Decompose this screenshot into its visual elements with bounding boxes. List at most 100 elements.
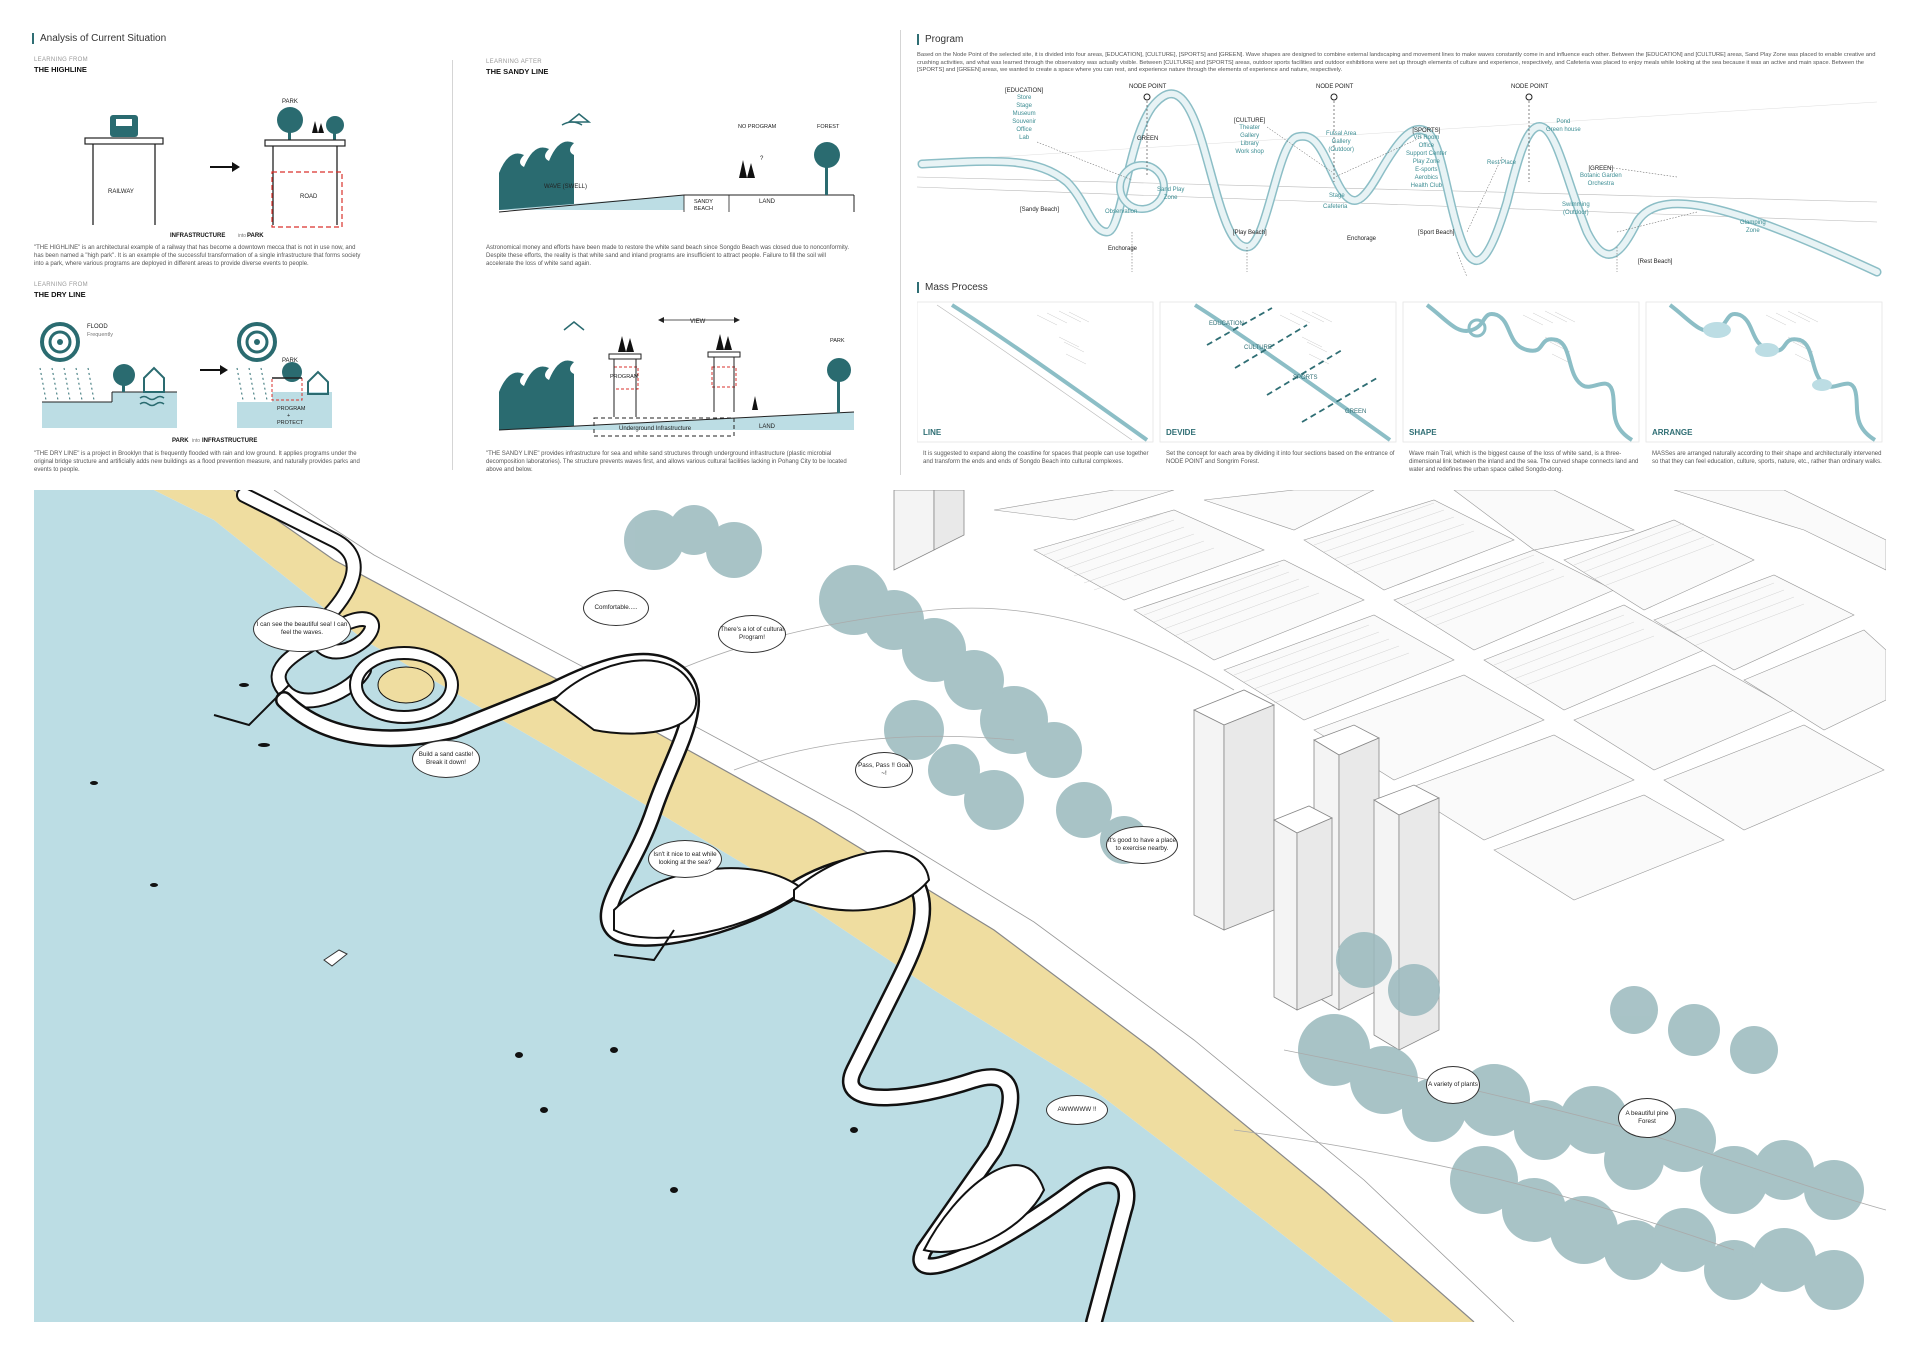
dryline-into-label: into: [192, 438, 200, 444]
culture-block: [CULTURE] Theater Gallery Library Work s…: [1234, 118, 1265, 156]
highline-infra-label: INFRASTRUCTURE: [170, 233, 225, 239]
green-top-label: GREEN: [1137, 136, 1159, 142]
education-item: Museum: [1012, 111, 1036, 117]
sports-head: [SPORTS]: [1412, 128, 1441, 134]
program-diagram: [917, 89, 1882, 277]
dryline-diagram: FLOOD Frequently PARK PROGRAM + PROTECT …: [39, 322, 332, 444]
futsal-item: Futsal Area: [1326, 131, 1357, 137]
dryline-title: THE DRY LINE: [34, 290, 86, 299]
house-icon: [143, 366, 165, 393]
glamping-block: Glamping Zone: [1740, 219, 1766, 235]
node-point-3: NODE POINT: [1511, 84, 1549, 90]
education-item: Souvenir: [1012, 119, 1036, 125]
cafeteria-label: Cafeteria: [1323, 204, 1348, 210]
pond-item: Green house: [1546, 127, 1581, 133]
dryline-program-label: PROGRAM: [277, 406, 306, 412]
dryline-plus-label: +: [287, 413, 290, 419]
pond-block: Pond Green house: [1546, 118, 1581, 134]
dryline-kicker: LEARNING FROM: [34, 282, 88, 288]
sandy-after-kicker: LEARNING AFTER: [486, 59, 542, 65]
node-point-2: NODE POINT: [1316, 84, 1354, 90]
sports-item: E-sports: [1415, 167, 1438, 173]
analysis-title: Analysis of Current Situation: [32, 33, 166, 44]
mass-shape-text: Wave main Trail, which is the biggest ca…: [1409, 451, 1639, 473]
speech-bubble: A variety of plants: [1426, 1066, 1480, 1104]
sandy-q-label: ?: [760, 156, 764, 162]
dryline-park-label: PARK: [282, 358, 298, 364]
sandy-noprogram-label: NO PROGRAM: [738, 124, 777, 130]
sandy-sandy-label: SANDY: [694, 199, 713, 205]
mass-arrange-text: MASSes are arranged naturally according …: [1652, 451, 1882, 465]
sandy-wave-label: WAVE (SWELL): [544, 184, 587, 190]
education-block: [EDUCATION] Store Stage Museum Souvenir …: [1005, 88, 1043, 142]
green2-item: Orchestra: [1587, 181, 1615, 187]
sports-item: Office: [1418, 143, 1435, 149]
observation-label: Observation: [1105, 209, 1138, 215]
swimming-block: Swimming (Outdoor): [1562, 201, 1590, 217]
education-head: [EDUCATION]: [1005, 88, 1044, 94]
glamping-item: Zone: [1746, 228, 1760, 234]
zone-green: GREEN: [1345, 409, 1367, 415]
culture-item: Work shop: [1235, 149, 1264, 155]
mass-title: Mass Process: [917, 282, 988, 293]
sandy-land2-label: LAND: [759, 424, 776, 430]
speech-bubble: A beautiful pine Forest: [1618, 1098, 1676, 1138]
pond-item: Pond: [1556, 119, 1571, 125]
sandy-underground-label: Underground Infrastructure: [619, 426, 692, 432]
divider: [900, 30, 901, 475]
tree-icon: [326, 116, 344, 134]
mass-arrange-label: ARRANGE: [1652, 428, 1693, 437]
sandy-after-diagram: WAVE (SWELL) SANDY BEACH LAND NO PROGRAM…: [498, 113, 855, 213]
sandplay-block: Sand Play Zone: [1157, 186, 1184, 202]
sandy-line-text: "THE SANDY LINE" provides infrastructure…: [486, 451, 847, 473]
dryline-park2-label: PARK: [172, 438, 189, 444]
education-item: Stage: [1016, 103, 1032, 109]
program-title: Program: [917, 34, 963, 45]
sports-item: VR Room: [1413, 135, 1440, 141]
wave-icon: [499, 360, 574, 430]
speech-bubble: Build a sand castle! Break it down!: [412, 740, 480, 778]
speech-bubble: AWWWWW !!: [1046, 1095, 1108, 1125]
rest-beach-label: [Rest Beach]: [1638, 259, 1673, 265]
arrow-right-icon: [220, 365, 228, 375]
node-point-1: NODE POINT: [1129, 84, 1167, 90]
sports-item: Support Center: [1406, 151, 1447, 157]
high-rises: [893, 490, 1440, 1051]
green2-item: Botanic Garden: [1580, 173, 1622, 179]
mass-devide-text: Set the concept for each area by dividin…: [1166, 451, 1395, 465]
mass-devide-label: DEVIDE: [1166, 428, 1196, 437]
sandplay-item: Sand Play: [1157, 187, 1185, 193]
culture-head: [CULTURE]: [1234, 118, 1266, 124]
culture-item: Theater: [1239, 125, 1260, 131]
zone-education: EDUCATION: [1209, 321, 1244, 327]
sandy-line-trail: [236, 490, 1136, 1322]
dryline-frequently-label: Frequently: [87, 332, 113, 338]
arrow-right-icon: [232, 162, 240, 172]
education-item: Lab: [1019, 135, 1030, 141]
sandy-line-diagram: VIEW PROGRAM Underground Infrastructure …: [498, 317, 855, 437]
glamping-item: Glamping: [1740, 220, 1766, 226]
futsal-item: (Outdoor): [1328, 147, 1355, 153]
sports-item: Play Zone: [1412, 159, 1440, 165]
speech-bubble: I can see the beautiful sea! I can feel …: [253, 606, 351, 652]
highline-into-label: into: [238, 233, 246, 239]
highline-park2-label: PARK: [247, 233, 264, 239]
sandy-forest-label: FOREST: [817, 124, 840, 130]
education-item: Office: [1016, 127, 1032, 133]
education-item: Store: [1016, 95, 1032, 101]
swimming-item: (Outdoor): [1562, 210, 1589, 216]
dryline-text: "THE DRY LINE" is a project in Brooklyn …: [34, 451, 360, 473]
speech-bubble: Pass, Pass !! Goal ~!: [855, 752, 913, 788]
tree-clusters: [624, 505, 1864, 1310]
highline-railway-label: RAILWAY: [108, 189, 134, 195]
tree-icon: [113, 364, 135, 386]
city-blocks: [993, 490, 1886, 901]
stage-label: Stage: [1329, 193, 1345, 199]
storm-icon: [237, 322, 277, 362]
mass-line-label: LINE: [923, 428, 942, 437]
rest-place-label: Rest Place: [1487, 160, 1517, 166]
speech-bubble: There's a lot of cultural Program!: [718, 615, 786, 653]
green2-head: [GREEN]: [1588, 166, 1614, 172]
sandy-land-label: LAND: [759, 199, 776, 205]
house-icon: [307, 370, 329, 395]
